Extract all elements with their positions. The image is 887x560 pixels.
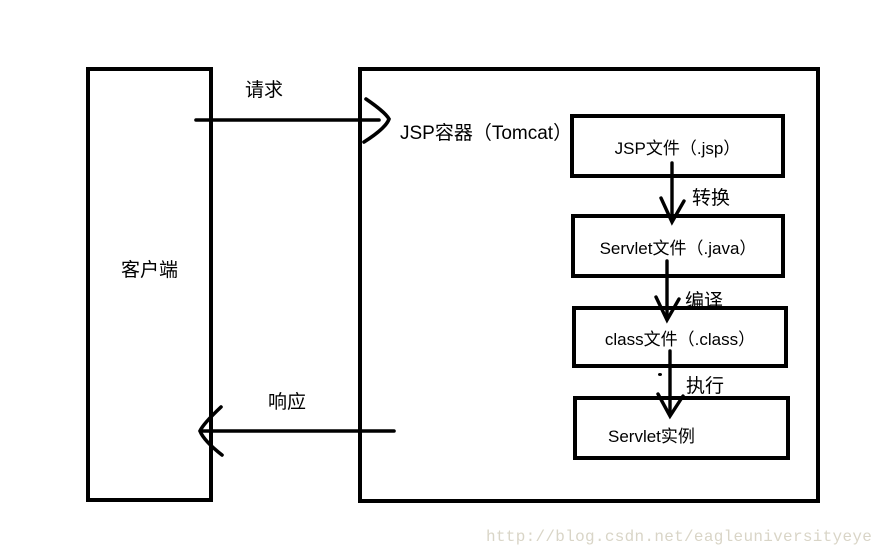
jsp-container-box bbox=[358, 67, 820, 503]
node-jsp-file-label: JSP文件（.jsp） bbox=[614, 138, 741, 158]
node-servlet-instance-label: Servlet实例 bbox=[608, 426, 695, 446]
node-servlet-file: Servlet文件（.java） bbox=[571, 214, 785, 278]
edge-label-request: 请求 bbox=[245, 80, 284, 101]
client-box-label: 客户端 bbox=[120, 260, 179, 281]
edge-label-transform: 转换 bbox=[692, 188, 731, 209]
edge-label-compile: 编译 bbox=[685, 291, 724, 312]
stray-ink-dot bbox=[658, 373, 662, 376]
node-jsp-file: JSP文件（.jsp） bbox=[570, 114, 785, 178]
edge-label-response: 响应 bbox=[268, 392, 307, 413]
node-class-file-label: class文件（.class） bbox=[604, 329, 756, 349]
watermark-url: http://blog.csdn.net/eagleuniversityeye bbox=[486, 528, 873, 546]
node-class-file: class文件（.class） bbox=[572, 306, 788, 368]
client-box: 客户端 bbox=[86, 67, 213, 502]
edge-label-execute: 执行 bbox=[686, 376, 725, 397]
node-servlet-instance: Servlet实例 bbox=[573, 396, 790, 460]
node-servlet-file-label: Servlet文件（.java） bbox=[599, 238, 757, 258]
jsp-container-label: JSP容器（Tomcat） bbox=[400, 123, 573, 144]
